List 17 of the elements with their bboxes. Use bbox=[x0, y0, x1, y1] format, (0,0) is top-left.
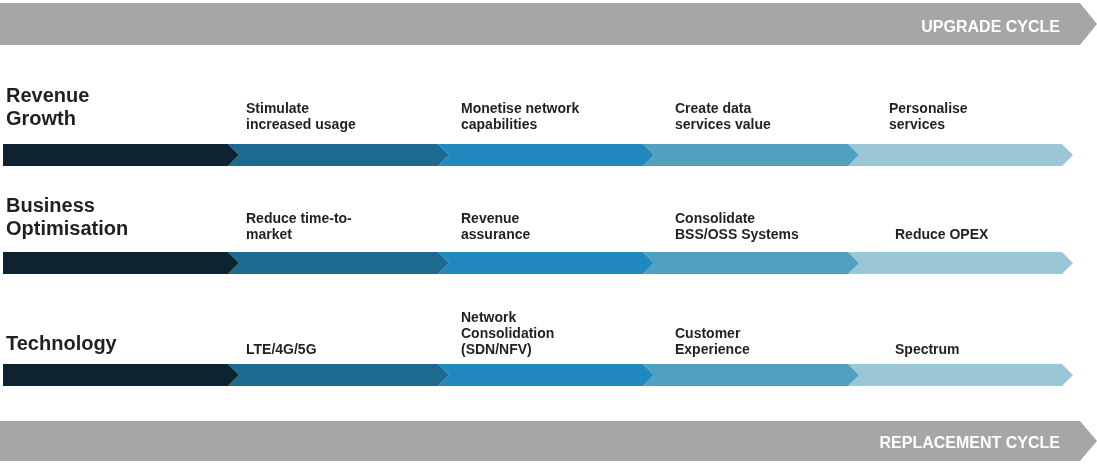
goal-label: Reduce OPEX bbox=[895, 225, 990, 242]
goal-label: Create data services value bbox=[675, 99, 772, 132]
goal-label: Spectrum bbox=[895, 340, 961, 357]
goal-label: Revenue assurance bbox=[461, 209, 532, 242]
goal-label: Personalise services bbox=[889, 99, 969, 132]
goal-label: Reduce time-to-market bbox=[246, 209, 353, 242]
goal-label: Monetise network capabilities bbox=[461, 99, 581, 132]
goal-label: Stimulate increased usage bbox=[246, 99, 357, 132]
goal-label: Consolidate BSS/OSS Systems bbox=[675, 209, 800, 242]
row-heading: Technology bbox=[6, 332, 118, 355]
goal-label: LTE/4G/5G bbox=[246, 340, 318, 357]
goal-label: Customer Experience bbox=[675, 324, 751, 357]
banner-label: UPGRADE CYCLE bbox=[921, 17, 1060, 36]
goal-label: Network Consolidation (SDN/NFV) bbox=[461, 308, 556, 357]
row-heading: Business Optimisation bbox=[6, 194, 130, 240]
banner-label: REPLACEMENT CYCLE bbox=[879, 433, 1060, 452]
row-heading: Revenue Growth bbox=[6, 84, 91, 130]
